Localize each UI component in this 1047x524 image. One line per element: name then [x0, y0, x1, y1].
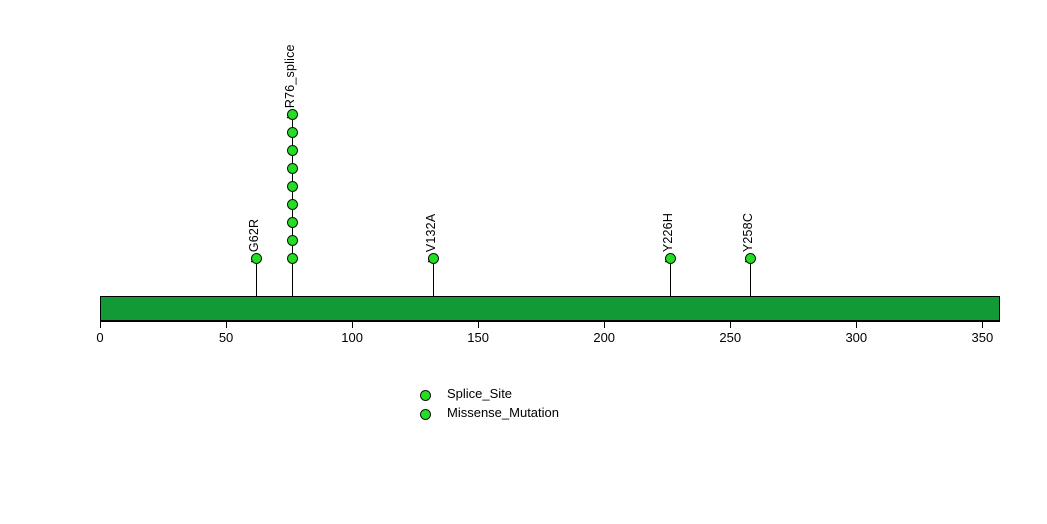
lollipop-head[interactable]: [251, 253, 262, 264]
x-axis-line: [100, 321, 1000, 322]
x-axis-tick-label: 0: [96, 330, 104, 345]
lollipop-head[interactable]: [287, 127, 298, 138]
x-axis-tick: [100, 322, 101, 328]
lollipop-head[interactable]: [287, 163, 298, 174]
lollipop-head[interactable]: [287, 181, 298, 192]
legend-label: Splice_Site: [447, 386, 513, 401]
lollipop-stem: [750, 255, 751, 322]
x-axis-tick-label: 250: [719, 330, 742, 345]
x-axis-tick-label: 350: [971, 330, 994, 345]
lollipop-head[interactable]: [287, 253, 298, 264]
lollipop-stem: [292, 111, 293, 322]
mutation-label: p.R76_splice: [283, 44, 297, 119]
protein-backbone-bar: [100, 296, 1000, 321]
lollipop-head[interactable]: [287, 235, 298, 246]
lollipop-head[interactable]: [287, 199, 298, 210]
x-axis-tick: [478, 322, 480, 328]
x-axis-tick-label: 50: [218, 330, 234, 345]
lollipop-head[interactable]: [287, 109, 298, 120]
x-axis-tick-label: 100: [341, 330, 363, 345]
lollipop-stem: [670, 255, 671, 322]
lollipop-head[interactable]: [287, 217, 298, 228]
lollipop-head[interactable]: [287, 145, 298, 156]
x-axis-tick: [982, 322, 984, 328]
x-axis-tick: [856, 322, 858, 328]
x-axis-tick: [604, 322, 606, 328]
x-axis-tick: [730, 322, 732, 328]
x-axis-tick-label: 300: [845, 330, 868, 345]
lollipop-head[interactable]: [665, 253, 676, 264]
legend-label: Missense_Mutation: [447, 405, 559, 420]
lollipop-head[interactable]: [428, 253, 439, 264]
legend-marker-icon: [420, 390, 431, 401]
x-axis-tick-label: 150: [467, 330, 489, 345]
lollipop-stem: [256, 255, 257, 322]
lollipop-head[interactable]: [745, 253, 756, 264]
x-axis-tick-label: 200: [593, 330, 616, 345]
x-axis-tick: [226, 322, 228, 328]
x-axis-tick: [352, 322, 354, 328]
legend-marker-icon: [420, 409, 431, 420]
lollipop-stem: [433, 255, 434, 322]
